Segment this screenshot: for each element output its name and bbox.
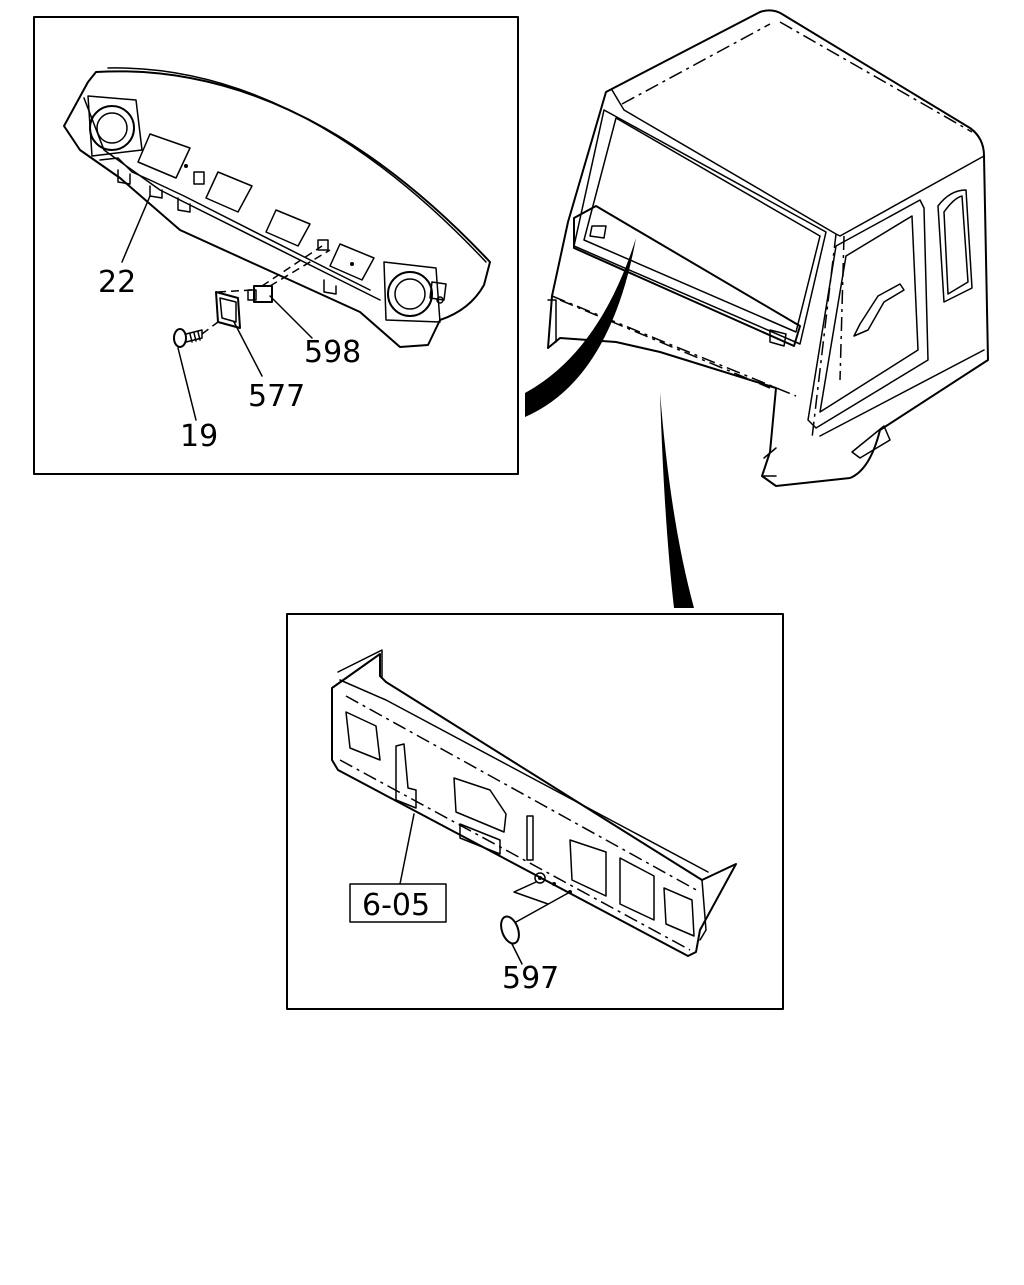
detail-box-console: 22 598 577 19 — [33, 16, 519, 475]
callout-597: 597 — [502, 961, 559, 996]
callout-577: 577 — [248, 379, 305, 414]
detail-box-panel: 6-05 597 — [286, 613, 784, 1010]
detail-frame-panel — [286, 613, 784, 1010]
screw-part-19 — [173, 321, 219, 348]
callout-19: 19 — [180, 419, 218, 454]
detail-frame-console — [33, 16, 519, 475]
callout-wedges — [525, 238, 694, 608]
truck-cab-drawing — [547, 9, 989, 487]
front-panel-drawing — [331, 649, 737, 957]
bulb-part-598 — [247, 245, 331, 303]
lens-part-577 — [215, 289, 253, 329]
ref-605-box — [349, 883, 447, 923]
leader-605 — [399, 813, 415, 885]
plug-part-597 — [500, 891, 571, 965]
callout-22: 22 — [98, 265, 136, 300]
callout-605: 6-05 — [362, 888, 430, 923]
callout-598: 598 — [304, 335, 361, 370]
leader-lines-console — [121, 195, 313, 421]
overhead-console-drawing — [63, 67, 491, 348]
